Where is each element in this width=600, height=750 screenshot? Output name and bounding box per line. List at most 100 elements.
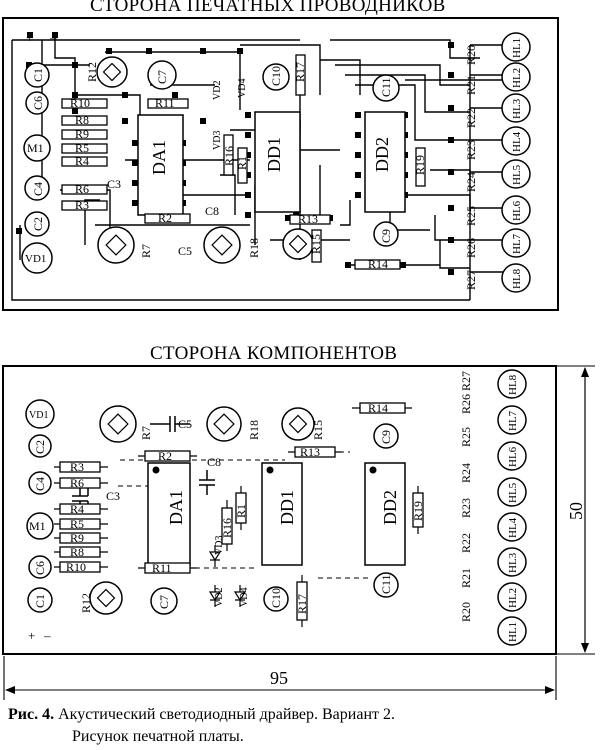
r7-label: R7 [139,426,153,440]
ic-da1 [147,462,191,566]
top-r21: R21 [464,75,478,95]
ic-dd2-top [364,111,406,213]
r17-label: R17 [295,594,309,614]
top-r11: R11 [155,96,175,110]
top-da1-label: DA1 [149,140,169,175]
led-hl8 [497,369,527,399]
r9-label: R9 [70,531,84,545]
top-r13: R13 [298,212,318,226]
top-r7: R7 [139,244,153,258]
top-r19: R19 [413,155,427,175]
top-vd2: VD2 [212,81,223,100]
top-dd2-label: DD2 [372,137,392,172]
top-c1: C1 [31,68,45,82]
r13-label: R13 [300,445,320,459]
r23-label: R23 [459,498,473,518]
top-hl2: HL2 [511,68,523,88]
ic-da1-top [137,114,184,216]
hl4-label: HL4 [507,517,519,538]
cap-c6-top [25,91,49,115]
cap-c6 [28,555,52,579]
cap-c2 [28,434,52,458]
top-r14: R14 [368,257,388,271]
top-r10: R10 [70,96,90,110]
led-hl7 [497,405,527,435]
cap-c4 [28,471,52,495]
trimmer-r18 [206,406,242,442]
cap-c9-top [373,221,399,247]
top-r5: R5 [75,141,89,155]
ic-dd2 [364,462,406,566]
r27-label: R27 [459,371,473,391]
led-hl5-top [501,159,531,189]
led-hl3 [497,547,527,577]
c4-label: C4 [33,477,47,491]
hl2-label: HL2 [507,588,519,608]
r11-label: R11 [152,561,172,575]
r2-label: R2 [158,449,172,463]
top-hl8: HL8 [511,268,523,289]
cap-c10-top [262,63,290,91]
c9-label: C9 [379,430,393,444]
r12-label: R12 [79,593,93,613]
top-hl3: HL3 [511,98,523,119]
led-hl7-top [501,228,531,258]
da1-label: DA1 [166,490,186,525]
c1-label: C1 [33,594,47,608]
cap-c7 [150,587,178,615]
top-r9: R9 [75,127,89,141]
top-r2: R2 [158,211,172,225]
r20-label: R20 [459,602,473,622]
microphone-m1 [26,512,54,540]
cap-c11 [373,572,399,598]
top-board [2,17,559,311]
top-r16: R16 [222,146,236,166]
c11-label: C11 [379,574,393,594]
top-vd3: VD3 [212,131,223,150]
top-hl4: HL4 [511,131,523,152]
top-c11: C11 [379,77,393,97]
led-hl5 [497,477,527,507]
caption-title: Акустический светодиодный драйвер. Вариа… [54,706,395,723]
led-hl4-top [501,126,531,156]
top-r24: R24 [464,172,478,192]
r21-label: R21 [459,568,473,588]
dd1-label: DD1 [277,490,297,525]
ic-dd1 [261,462,303,566]
c5-label: C5 [178,417,192,431]
hl7-label: HL7 [507,410,519,431]
r18-label: R18 [247,420,261,440]
top-r27: R27 [464,270,478,290]
cap-c1-top [24,62,50,88]
hl3-label: HL3 [507,552,519,573]
minus-sign: – [43,628,51,643]
top-r26: R26 [464,238,478,258]
top-r8: R8 [75,113,89,127]
top-c4: C4 [31,182,45,196]
top-r3: R3 [75,198,89,212]
top-r6: R6 [75,182,89,196]
top-c9: C9 [379,229,393,243]
top-c6: C6 [31,96,45,110]
hl1-label: HL1 [507,622,519,642]
top-hl5: HL5 [511,164,523,185]
r10-label: R10 [66,560,86,574]
c8-label: C8 [207,455,221,469]
top-r1: R1 [235,156,249,170]
led-hl2-top [501,62,531,92]
diode-vd1-top [21,242,53,274]
r24-label: R24 [459,463,473,483]
hl8-label: HL8 [507,374,519,395]
vd1-label: VD1 [29,410,48,421]
r15-label: R15 [311,420,325,440]
vd2-label: VD2 [214,588,225,607]
diode-vd1 [25,399,55,429]
r4-label: R4 [70,502,84,516]
cap-c1 [27,587,53,613]
top-hl1: HL1 [511,38,523,58]
top-hl7: HL7 [511,233,523,254]
top-r18: R18 [247,238,261,258]
cap-c10 [263,586,289,612]
top-r20: R20 [464,45,478,65]
width-dimension: 95 [270,668,288,688]
